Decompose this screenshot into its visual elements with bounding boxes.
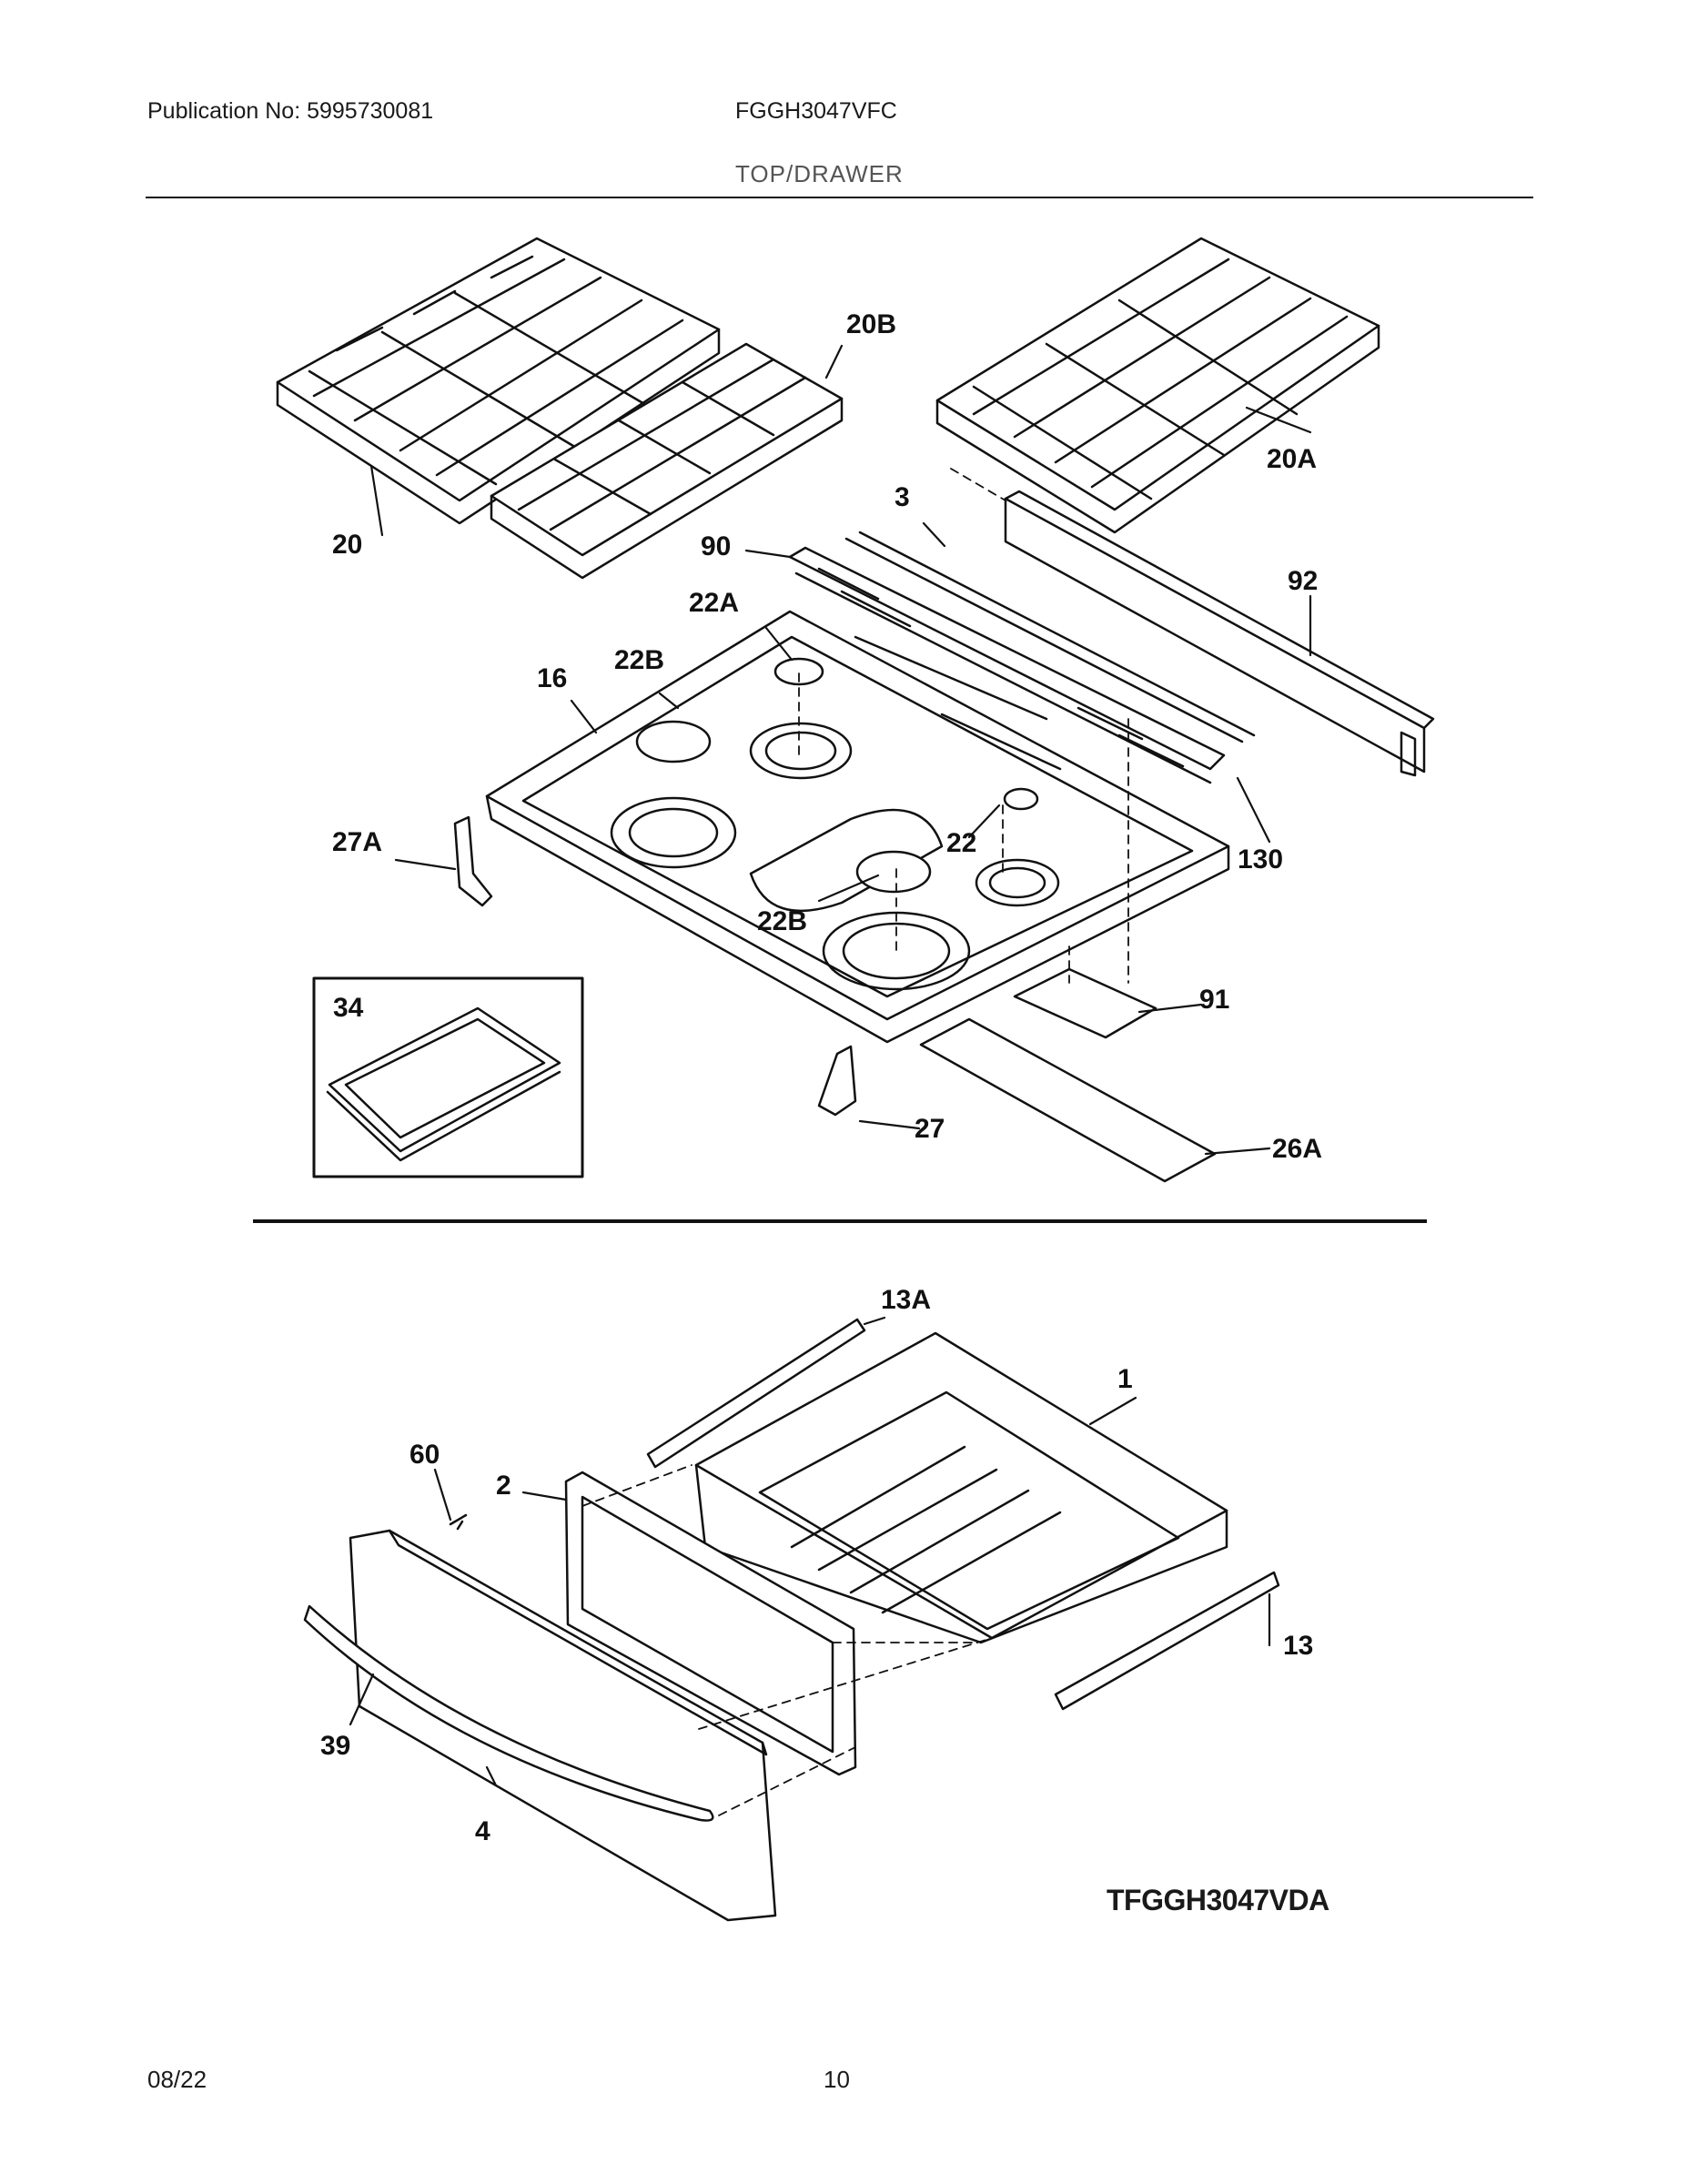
callout-1: 1	[1117, 1364, 1133, 1394]
callout-27: 27	[915, 1114, 945, 1144]
footer-page-number: 10	[824, 2066, 850, 2093]
header-rule	[146, 197, 1533, 198]
callout-34: 34	[333, 993, 364, 1023]
grate-right	[935, 237, 1380, 534]
bracket-27	[817, 1045, 857, 1117]
callout-92: 92	[1288, 566, 1318, 596]
callout-16: 16	[537, 663, 567, 693]
callout-22a: 22A	[689, 588, 739, 618]
footer-date: 08/22	[147, 2066, 207, 2093]
burner-box-trim	[919, 1017, 1217, 1183]
callout-20: 20	[332, 530, 362, 560]
grate-left	[276, 237, 721, 525]
callout-13a: 13A	[881, 1285, 931, 1315]
griddle-inset-box	[312, 976, 584, 1178]
callout-90: 90	[701, 531, 731, 561]
section-divider	[253, 1219, 1427, 1223]
callout-3: 3	[895, 482, 910, 512]
griddle	[326, 1006, 561, 1162]
grate-middle	[490, 342, 844, 580]
screw-60	[449, 1513, 468, 1531]
callout-27a: 27A	[332, 827, 382, 857]
callout-91: 91	[1199, 985, 1229, 1015]
callout-39: 39	[320, 1731, 350, 1761]
drawer-slide-13a	[646, 1318, 866, 1469]
callout-20b: 20B	[846, 309, 896, 339]
diagram-id: TFGGH3047VDA	[1107, 1884, 1329, 1916]
callout-2: 2	[496, 1471, 511, 1501]
bracket-27a	[453, 815, 493, 907]
drawer-box	[694, 1331, 1228, 1644]
callout-20a: 20A	[1267, 444, 1317, 474]
backguard-trim	[788, 531, 1256, 784]
heat-shield	[1013, 967, 1157, 1039]
callout-60: 60	[409, 1440, 440, 1470]
drawer-slide-13	[1054, 1571, 1280, 1711]
publication-number: Publication No: 5995730081	[147, 98, 434, 124]
callout-22: 22	[946, 828, 976, 858]
callout-22b-upper: 22B	[614, 645, 664, 675]
leader-lines	[349, 344, 1312, 1787]
callout-13: 13	[1283, 1631, 1313, 1661]
callout-4: 4	[475, 1816, 490, 1846]
drawer-handle	[303, 1604, 714, 1822]
callout-22b-lower: 22B	[757, 906, 807, 936]
inner-drawer-panel	[564, 1471, 857, 1776]
callout-130: 130	[1238, 844, 1283, 875]
rear-panel	[1004, 490, 1435, 777]
section-title: TOP/DRAWER	[735, 160, 904, 187]
cooktop	[485, 610, 1230, 1044]
model-number: FGGH3047VFC	[735, 98, 897, 124]
callout-26a: 26A	[1272, 1134, 1322, 1164]
